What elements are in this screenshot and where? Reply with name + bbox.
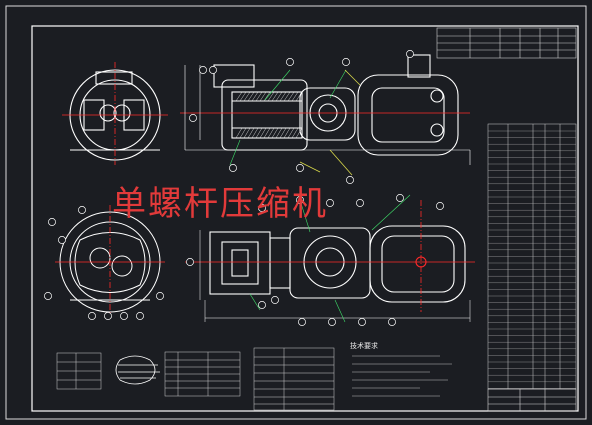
part-balloon: [356, 199, 364, 207]
part-balloon: [346, 176, 354, 184]
part-balloon: [58, 236, 66, 244]
part-balloon: [388, 318, 396, 326]
part-balloon: [189, 114, 197, 122]
technical-notes: [352, 355, 452, 397]
part-balloon: [104, 312, 112, 320]
part-balloon: [48, 218, 56, 226]
part-balloon: [209, 66, 217, 74]
hatch-line: [239, 91, 247, 102]
part-balloon: [78, 206, 86, 214]
bottom-middle-table: [164, 351, 241, 397]
part-balloon: [199, 66, 207, 74]
hatch-line: [271, 127, 279, 139]
hatch-line: [271, 91, 279, 102]
hatch-line: [287, 91, 295, 102]
part-balloon: [296, 164, 304, 172]
part-balloon: [120, 312, 128, 320]
part-balloon: [136, 312, 144, 320]
hatch-line: [291, 91, 299, 102]
end-view-top-left: [62, 62, 168, 165]
leader-balloons: [44, 50, 444, 326]
hatch-line: [263, 91, 271, 102]
hatch-line: [259, 127, 267, 139]
part-balloon: [342, 58, 350, 66]
hatch-line: [255, 127, 263, 139]
part-balloon: [406, 50, 414, 58]
hatch-line: [295, 127, 303, 139]
part-balloon: [258, 301, 266, 309]
part-balloon: [258, 204, 266, 212]
title-block: [487, 388, 577, 412]
part-balloon: [298, 318, 306, 326]
part-balloon: [156, 292, 164, 300]
part-balloon: [229, 164, 237, 172]
hatch-line: [267, 91, 275, 102]
hatch-line: [291, 127, 299, 139]
part-balloon: [326, 199, 334, 207]
part-balloon: [328, 318, 336, 326]
hatch-line: [279, 91, 287, 102]
section-hatching-top: [235, 91, 303, 139]
main-section-view: [180, 54, 471, 165]
hatch-line: [251, 91, 259, 102]
hatch-line: [247, 127, 255, 139]
part-balloon: [286, 58, 294, 66]
plan-view: [185, 200, 475, 322]
hatch-line: [243, 127, 251, 139]
hatch-line: [263, 127, 271, 139]
bottom-left-table: [56, 352, 102, 390]
hatch-line: [279, 127, 287, 139]
part-balloon: [358, 318, 366, 326]
hatch-line: [247, 91, 255, 102]
yellow-accents: [299, 69, 361, 176]
hatch-line: [275, 91, 283, 102]
inner-frame: [31, 25, 579, 412]
hatch-line: [283, 127, 291, 139]
hatch-line: [287, 127, 295, 139]
hatch-line: [259, 91, 267, 102]
hatch-line: [283, 91, 291, 102]
hatch-line: [235, 127, 243, 139]
part-balloon: [88, 312, 96, 320]
hatch-line: [251, 127, 259, 139]
hatch-line: [267, 127, 275, 139]
top-right-table: [436, 27, 577, 59]
rotor-sketch: [115, 355, 160, 385]
part-balloon: [396, 194, 404, 202]
drawing-title-overlay: 单螺杆压缩机: [112, 184, 328, 224]
part-balloon: [271, 296, 279, 304]
technical-notes-title: 技术要求: [350, 342, 378, 350]
part-balloon: [436, 202, 444, 210]
end-view-bottom-left: [55, 205, 165, 318]
parameter-table: [253, 347, 335, 411]
part-balloon: [44, 292, 52, 300]
hatch-line: [243, 91, 251, 102]
part-balloon: [186, 258, 194, 266]
leader-lines: [229, 69, 411, 323]
hatch-line: [235, 91, 243, 102]
hatch-line: [239, 127, 247, 139]
outer-frame: [5, 5, 587, 420]
hatch-line: [255, 91, 263, 102]
hatch-line: [275, 127, 283, 139]
hatch-line: [295, 91, 303, 102]
